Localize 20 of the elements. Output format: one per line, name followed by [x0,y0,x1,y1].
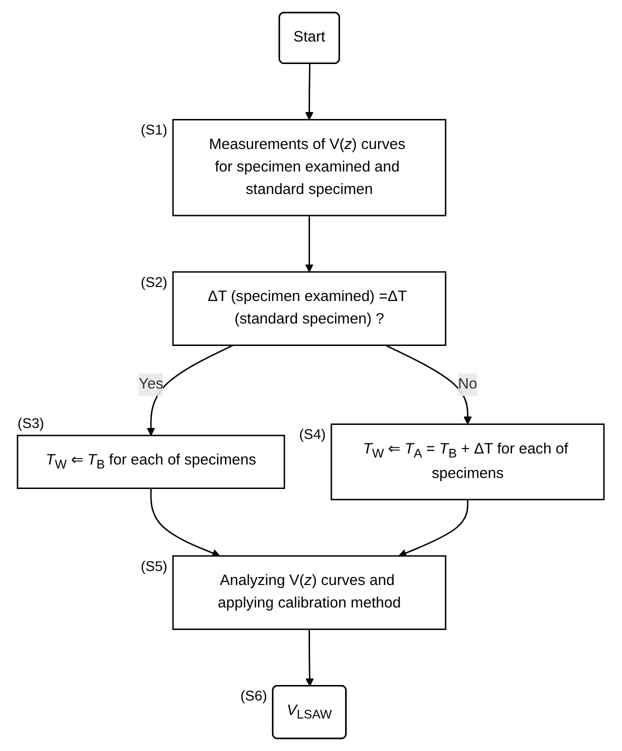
node-box: T$_{W}$ ⇐ T$_{B}$ for each of specimens [17,434,286,489]
step-label: (S3) [18,414,44,431]
node-box: T$_{W}$ ⇐ T$_{A}$ = T$_{B}$ + ΔT for each of specimens [330,424,605,500]
node-box: ΔT (specimen examined) =ΔT (standard specimen) ? [172,271,447,346]
step-label: (S5) [141,558,168,574]
step-label: (S6) [240,688,268,704]
node-box: Analyzing V(z) curves and applying calibration method [172,555,447,630]
arrow [398,500,469,557]
edge-label: Yes [138,376,164,392]
arrow [150,488,220,557]
step-label: (S1) [141,122,168,138]
step-label: (S2) [141,274,168,290]
arrow [305,216,314,272]
edge-label: No [458,376,478,392]
arrow [305,64,314,120]
arrow [306,629,314,687]
arrow [147,344,234,436]
arrow [386,344,472,425]
step-label: (S4) [299,426,326,442]
node-box: Measurements of V(z) curves for specimen examined and standard specimen [172,118,447,216]
